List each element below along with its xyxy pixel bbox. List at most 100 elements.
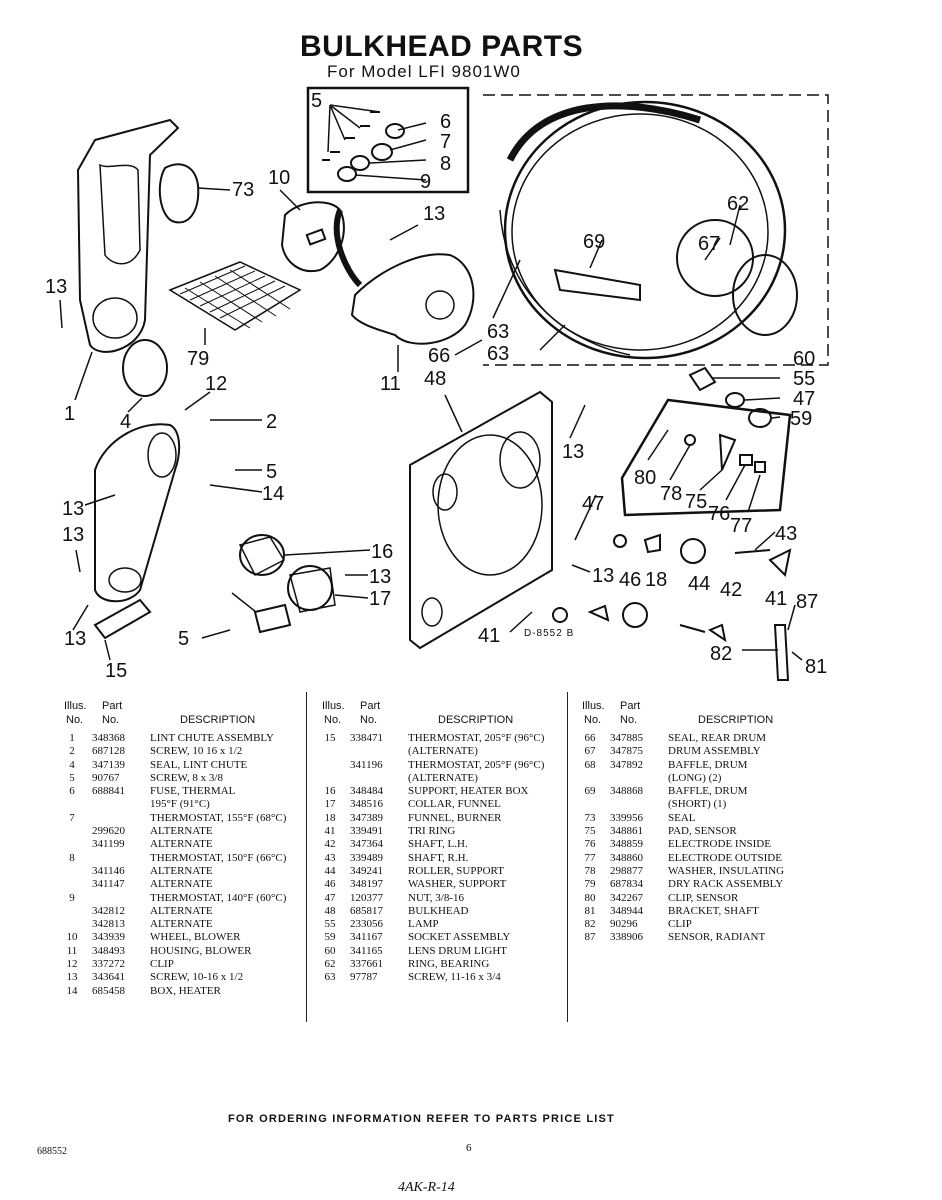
exploded-parts-diagram: 5 6 7 8 9 73 10 13 13 79 11 48 12 1 4 2 … [45,86,829,682]
part-description: ALTERNATE [150,904,213,917]
part-description: WASHER, SUPPORT [408,878,507,891]
bearing-ring [732,254,798,336]
illus-no: 67 [584,745,596,758]
header-illus: Illus. [64,700,87,712]
part-no: 342813 [92,918,125,931]
illus-no: 68 [584,758,596,771]
illus-no: 5 [69,771,75,784]
radiant-sensor [253,603,292,634]
illus-no: 81 [584,904,596,917]
part-no: 342812 [92,904,125,917]
part-no: 348861 [610,825,643,838]
leader-lines [59,104,803,661]
illus-no: 1 [69,732,75,744]
illus-no: 59 [324,931,336,944]
funnel-collar [239,534,285,576]
callout-7: 7 [440,131,451,153]
part-description: ROLLER, SUPPORT [408,864,504,877]
callout-11: 11 [380,373,401,395]
callout-16: 15 [105,660,127,682]
illus-no: 47 [324,891,336,904]
thermostat-parts [322,111,405,182]
callout-60: 59 [790,408,812,430]
callout-79: 79 [187,348,209,370]
header-no: No. [324,714,342,726]
document-number: 688552 [37,1146,67,1157]
callout-68: 69 [583,231,605,253]
callout-41: 18 [645,569,667,591]
illus-no: 42 [324,838,336,851]
part-description: FUNNEL, BURNER [408,811,502,824]
callout-12: 12 [205,373,227,395]
callout-8: 8 [440,153,451,175]
part-description: ALTERNATE [150,918,213,931]
drawing-code: D-8552 B [524,628,574,639]
part-description: BAFFLE, DRUM [668,785,748,798]
part-no: 341196 [350,758,383,771]
header-no: No. [102,714,120,726]
table-row: 342812 ALTERNATE [60,905,305,918]
header-description: DESCRIPTION [698,714,774,726]
callout-82: 87 [796,591,818,613]
callout-18: 17 [369,588,391,610]
part-no: 347364 [350,838,383,851]
callout-77: 77 [730,515,752,537]
header-no: No. [66,714,84,726]
part-no: 339489 [350,851,383,864]
part-no: 341199 [92,838,125,851]
part-description: SUPPORT, HEATER BOX [408,785,529,798]
callout-6: 6 [440,111,451,133]
callout-46: 46 [619,569,641,591]
part-no: 349241 [350,864,383,877]
part-description: ALTERNATE [150,878,213,891]
part-description: DRUM ASSEMBLY [668,745,761,758]
part-description: THERMOSTAT, 150°F (66°C) [150,851,287,864]
illus-no: 76 [584,838,596,851]
callout-5: 5 [311,90,322,112]
part-description: SCREW, 8 x 3/8 [150,771,223,784]
part-description: RING, BEARING [408,958,490,971]
heater-box-support [93,598,152,640]
part-description: LENS DRUM LIGHT [408,944,507,957]
part-no: 347892 [610,758,643,771]
part-description: SOCKET ASSEMBLY [408,931,511,944]
illus-no: 60 [324,944,336,957]
roller-shafts [552,533,792,681]
illus-no: 77 [584,851,596,864]
callout-41: 41 [765,588,787,610]
header-illus: Illus. [322,700,345,712]
part-description: NUT, 3/8-16 [408,891,465,904]
part-no: 337272 [92,958,125,971]
callout-80: 80 [634,467,656,489]
illus-no: 13 [66,971,78,984]
part-description: ELECTRODE INSIDE [668,838,771,851]
illus-no: 46 [324,878,336,891]
sensor-parts [684,433,766,473]
part-no: 341146 [92,864,125,877]
table-row: (LONG) (2) [578,772,828,785]
part-description: ALTERNATE [150,825,213,838]
header-no: No. [620,714,638,726]
part-no: 685817 [350,904,383,917]
part-description: DRY RACK ASSEMBLY [668,878,784,891]
drum-assembly [499,100,787,360]
part-description: SCREW, 11-16 x 3/4 [408,971,501,984]
callout-78: 78 [660,483,682,505]
part-no: 233056 [350,918,383,931]
